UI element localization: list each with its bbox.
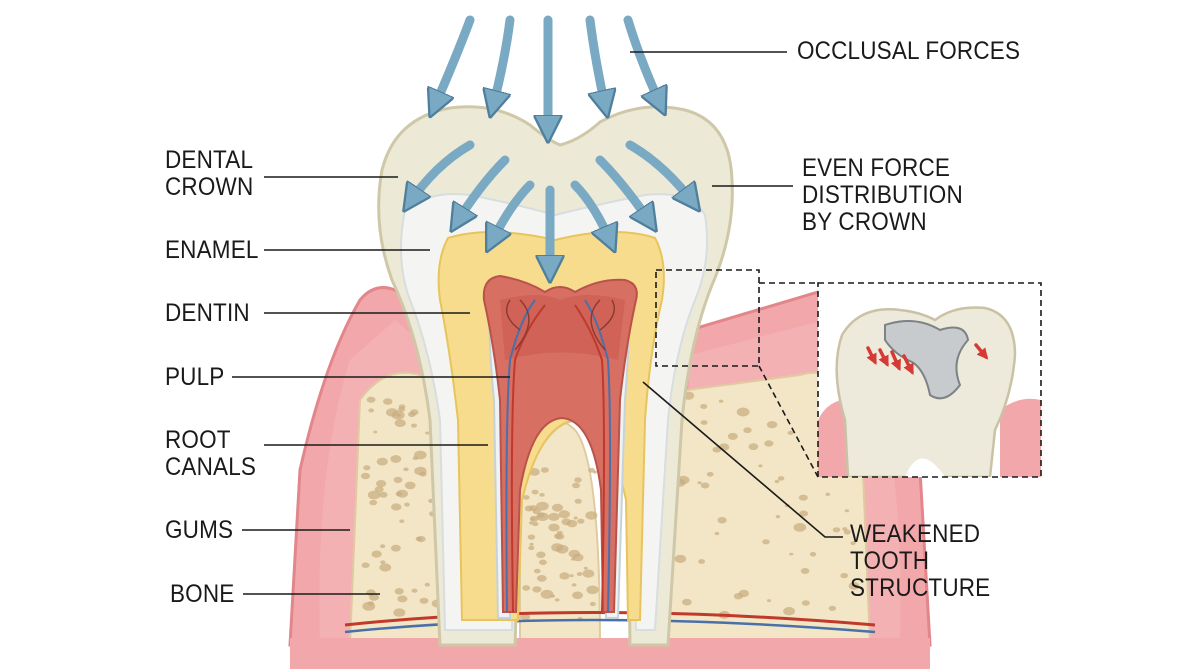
force-arrows xyxy=(408,15,695,275)
label-gums: GUMS xyxy=(165,516,234,544)
label-root-canals: ROOT CANALS xyxy=(165,426,257,481)
label-dentin: DENTIN xyxy=(165,299,250,327)
label-even-force-distribution: EVEN FORCE DISTRIBUTION BY CROWN xyxy=(802,154,963,236)
pulp-shape xyxy=(482,274,638,613)
label-dental-crown: DENTAL CROWN xyxy=(165,146,254,201)
leader-lines xyxy=(232,51,843,595)
label-enamel: ENAMEL xyxy=(165,236,259,264)
weakened-tooth-inset xyxy=(818,283,1041,477)
label-occlusal-forces: OCCLUSAL FORCES xyxy=(797,37,1021,65)
bone-pores xyxy=(360,391,860,621)
label-weakened-tooth-structure: WEAKENED TOOTH STRUCTURE xyxy=(850,520,991,602)
label-bone: BONE xyxy=(170,580,235,608)
label-pulp: PULP xyxy=(165,363,225,391)
